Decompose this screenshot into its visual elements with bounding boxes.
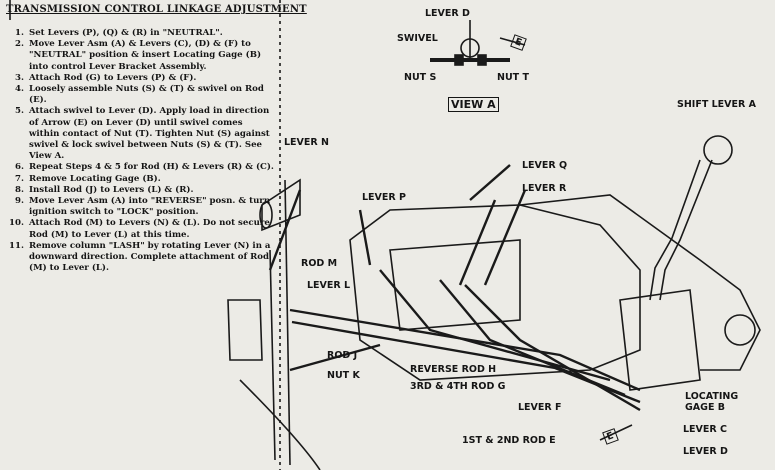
- label-lever-p: LEVER P: [362, 192, 406, 203]
- label-lever-l: LEVER L: [307, 280, 351, 291]
- label-lever-q: LEVER Q: [522, 160, 568, 171]
- step-text: Remove Locating Gage (B).: [29, 173, 161, 184]
- instruction-step: 4. Loosely assemble Nuts (S) & (T) & swiv…: [4, 84, 274, 106]
- step-text: Loosely assemble Nuts (S) & (T) & swivel…: [29, 84, 264, 106]
- step-number: 1.: [15, 28, 24, 38]
- label-shift-lever-a: SHIFT LEVER A: [677, 99, 756, 110]
- step-number: 8.: [15, 184, 24, 195]
- step-text: Set Levers (P), (Q) & (R) in "NEUTRAL".: [29, 28, 223, 38]
- step-number: 9.: [15, 196, 24, 207]
- arrow-e-top-shape: [499, 37, 526, 46]
- instruction-step: 11. Remove column "LASH" by rotating Leve…: [4, 241, 274, 275]
- label-rod-g: 3RD & 4TH ROD G: [410, 381, 506, 392]
- step-number: 7.: [15, 173, 24, 184]
- view-a-sketch: [430, 20, 510, 66]
- instruction-step: 6. Repeat Steps 4 & 5 for Rod (H) & Lever…: [4, 162, 274, 173]
- instructions-title: TRANSMISSION CONTROL LINKAGE ADJUSTMENT: [6, 4, 307, 15]
- step-number: 6.: [15, 162, 24, 173]
- label-reverse-rod-h: REVERSE ROD H: [410, 364, 497, 375]
- label-rod-e: 1ST & 2ND ROD E: [462, 435, 556, 446]
- label-lever-r: LEVER R: [522, 183, 567, 194]
- label-lever-c: LEVER C: [683, 424, 727, 435]
- label-lever-d-top: LEVER D: [425, 8, 470, 19]
- arrow-e-bottom-shape: [599, 424, 633, 441]
- shift-lever: [619, 135, 733, 391]
- label-rod-m: ROD M: [301, 258, 338, 269]
- step-number: 11.: [9, 240, 24, 251]
- instruction-steps: 1. Set Levers (P), (Q) & (R) in "NEUTRAL"…: [4, 28, 274, 274]
- label-nut-s: NUT S: [404, 72, 437, 83]
- transmission-case: [349, 194, 761, 381]
- instruction-step: 10. Attach Rod (M) to Levers (N) & (L). D…: [4, 218, 274, 240]
- label-rod-j: ROD J: [327, 350, 358, 361]
- step-text: Attach Rod (G) to Levers (P) & (F).: [29, 72, 197, 83]
- label-nut-k: NUT K: [327, 370, 360, 381]
- step-text: Install Rod (J) to Levers (L) & (R).: [29, 184, 194, 195]
- step-text: Attach swivel to Lever (D). Apply load i…: [29, 106, 270, 162]
- label-lever-f: LEVER F: [518, 402, 562, 413]
- label-nut-t: NUT T: [497, 72, 529, 83]
- instruction-step: 1. Set Levers (P), (Q) & (R) in "NEUTRAL"…: [4, 28, 274, 39]
- steering-column: [227, 178, 321, 470]
- label-locating-gage-b: LOCATING GAGE B: [685, 391, 739, 413]
- step-text: Move Lever Asm (A) & Levers (C), (D) & (…: [29, 39, 262, 72]
- step-text: Attach Rod (M) to Levers (N) & (L). Do n…: [29, 218, 270, 240]
- instruction-step: 8. Install Rod (J) to Levers (L) & (R).: [4, 185, 274, 196]
- instruction-step: 7. Remove Locating Gage (B).: [4, 174, 274, 185]
- step-number: 2.: [15, 39, 24, 50]
- rods: [268, 164, 641, 412]
- step-text: Remove column "LASH" by rotating Lever (…: [29, 240, 271, 274]
- step-number: 5.: [15, 106, 24, 117]
- step-text: Repeat Steps 4 & 5 for Rod (H) & Levers …: [29, 162, 274, 173]
- instruction-step: 2. Move Lever Asm (A) & Levers (C), (D) &…: [4, 39, 274, 73]
- label-lever-d-bottom: LEVER D: [683, 446, 728, 457]
- step-number: 10.: [9, 218, 24, 229]
- label-view-a: VIEW A: [448, 97, 499, 112]
- instruction-step: 9. Move Lever Asm (A) into "REVERSE" posn…: [4, 196, 274, 218]
- step-text: Move Lever Asm (A) into "REVERSE" posn. …: [29, 196, 271, 218]
- label-lever-n: LEVER N: [284, 137, 329, 148]
- instruction-step: 3. Attach Rod (G) to Levers (P) & (F).: [4, 73, 274, 84]
- step-number: 4.: [15, 84, 24, 95]
- label-swivel: SWIVEL: [397, 33, 438, 44]
- instruction-step: 5. Attach swivel to Lever (D). Apply load…: [4, 106, 274, 162]
- step-number: 3.: [15, 72, 24, 83]
